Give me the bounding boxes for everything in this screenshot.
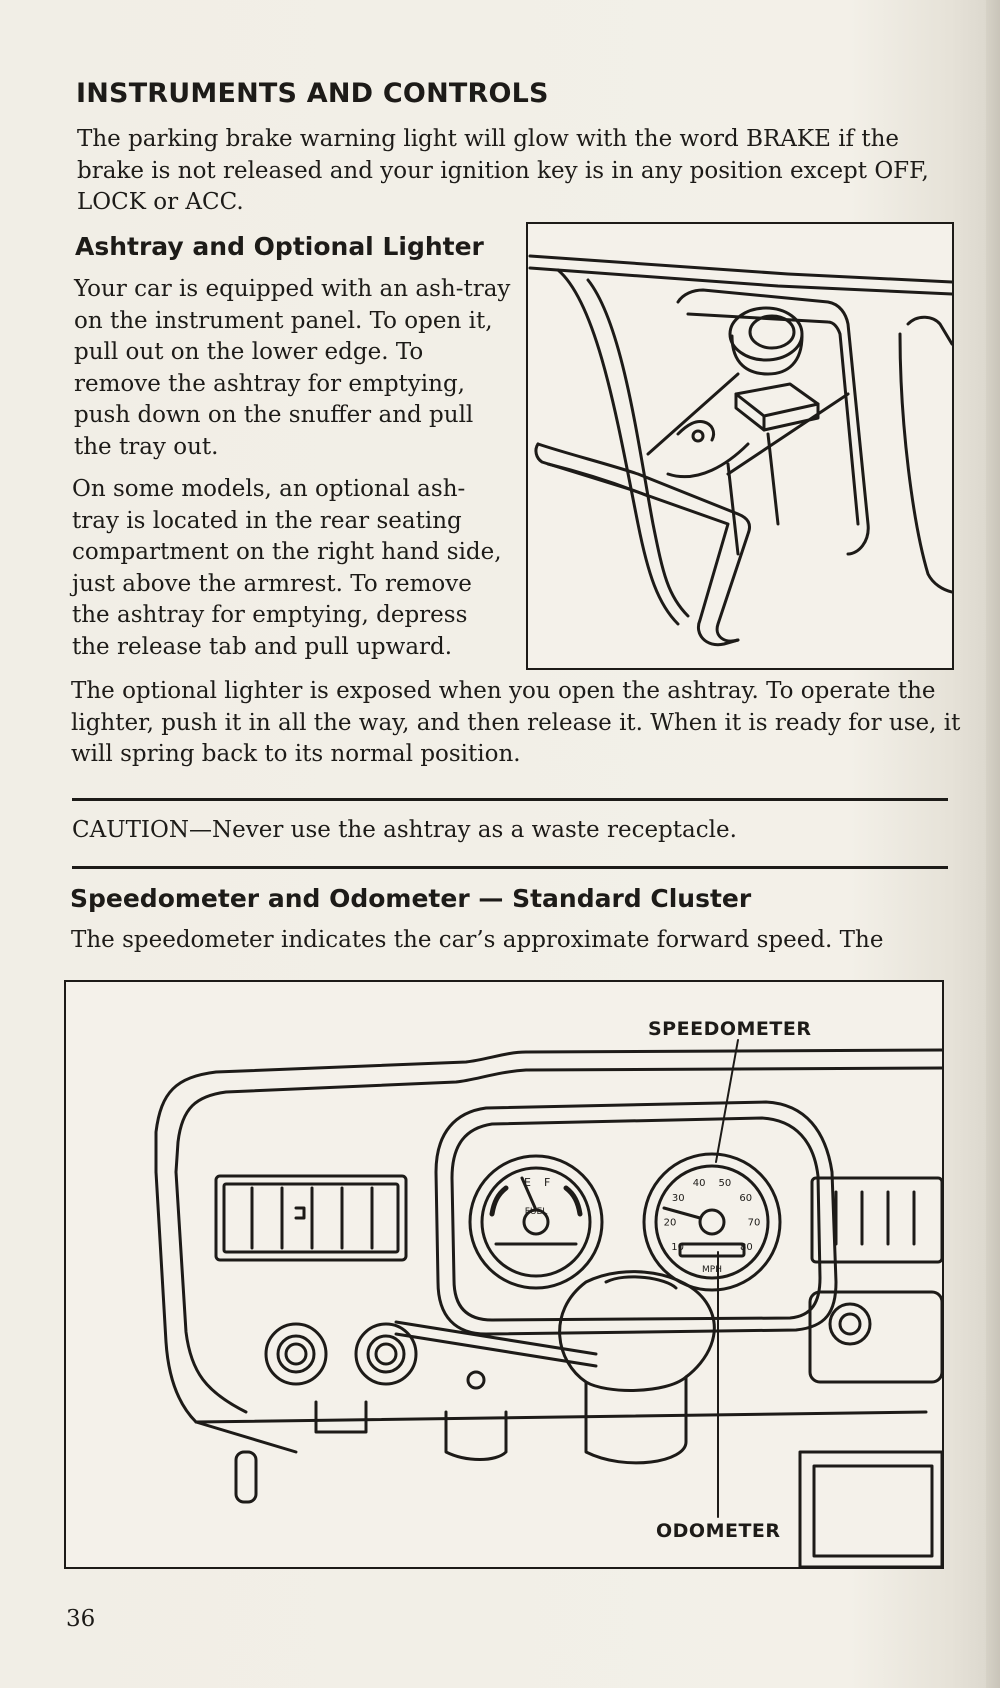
instrument-cluster-illustration: FUEL E F MPH 10 20 30 40 50 60 70 80 SPEEDOMETE… (64, 980, 944, 1569)
speedometer-mph-label: MPH (702, 1265, 722, 1275)
ashtray-drawing (528, 254, 952, 647)
speedometer-tick-20: 20 (664, 1218, 677, 1229)
ashtray-illustration (526, 222, 954, 670)
page-heading: INSTRUMENTS AND CONTROLS (76, 78, 549, 109)
ashtray-paragraph-1: Your car is equipped with an ash-tray on… (74, 276, 511, 460)
caution-rule-bottom (72, 866, 948, 869)
ashtray-paragraph-2: On some models, an optional ash-tray is … (72, 476, 502, 660)
ashtray-heading: Ashtray and Optional Lighter (75, 232, 484, 261)
fuel-gauge-full: F (544, 1176, 550, 1189)
intro-paragraph: The parking brake warning light will glo… (77, 126, 929, 215)
fuel-gauge-empty: E (524, 1176, 531, 1189)
caution-rule-top (72, 798, 948, 801)
speedometer-tick-70: 70 (748, 1218, 761, 1229)
lighter-paragraph: The optional lighter is exposed when you… (71, 678, 961, 767)
page-number: 36 (66, 1606, 96, 1632)
speedometer-callout: SPEEDOMETER (648, 1018, 812, 1040)
speedometer-heading: Speedometer and Odometer — Standard Clus… (70, 884, 752, 913)
instrument-cluster-drawing: FUEL E F MPH 10 20 30 40 50 60 70 80 (154, 1039, 942, 1567)
speedometer-tick-60: 60 (739, 1193, 752, 1204)
speedometer-tick-labels: 10 20 30 40 50 60 70 80 (664, 1178, 761, 1253)
speedometer-tick-40: 40 (693, 1178, 706, 1189)
fuel-gauge-label: FUEL (525, 1207, 547, 1217)
speedometer-tick-30: 30 (672, 1193, 685, 1204)
speedometer-tick-10: 10 (671, 1242, 684, 1253)
speedometer-tick-80: 80 (740, 1242, 753, 1253)
odometer-callout: ODOMETER (656, 1520, 781, 1542)
page-edge (986, 0, 1000, 1688)
speedometer-paragraph: The speedometer indicates the car’s appr… (71, 927, 884, 953)
speedometer-tick-50: 50 (719, 1178, 732, 1189)
caution-note: CAUTION—Never use the ashtray as a waste… (72, 817, 737, 843)
